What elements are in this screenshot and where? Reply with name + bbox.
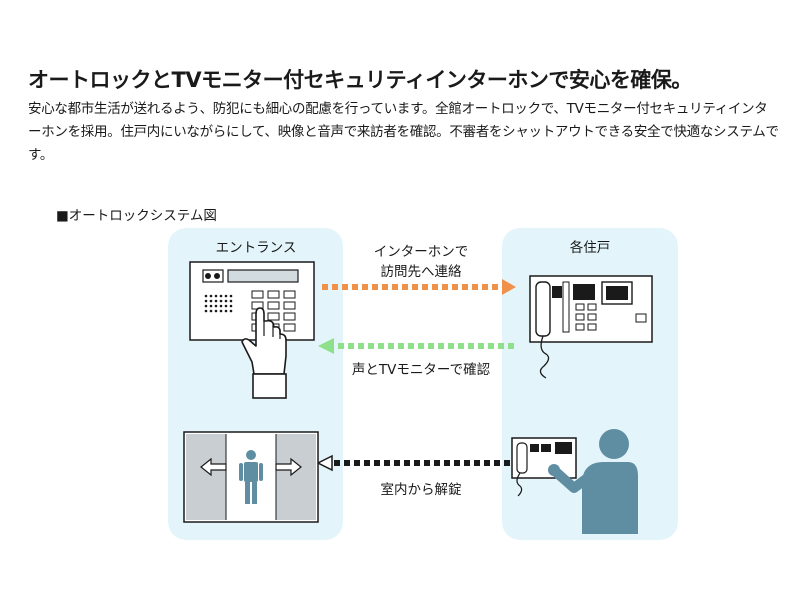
entrance-label: エントランス (215, 240, 297, 256)
arrow-unlock-label: 室内から解錠 (380, 482, 462, 498)
arrow-contact-label: インターホンで 訪問先へ連絡 (374, 242, 469, 282)
arrow-contact-label-line1: インターホンで (373, 244, 469, 260)
arrow-confirm-label: 声とTVモニターで確認 (351, 362, 491, 378)
arrow-unlock (316, 454, 510, 472)
resident-person-icon (511, 429, 638, 534)
arrow-contact-label-line2: 訪問先へ連絡 (380, 264, 462, 280)
residence-label: 各住戸 (569, 240, 611, 256)
hand-pointer-icon (241, 307, 287, 399)
arrow-confirm (318, 338, 514, 354)
entrance-panel-icon (189, 261, 315, 341)
page-heading: オートロックとTVモニター付セキュリティインターホンで安心を確保。 (28, 68, 692, 92)
intercom-monitor-icon (529, 275, 653, 379)
arrow-contact (322, 279, 516, 295)
auto-door-icon (183, 431, 319, 523)
description-text: 安心な都市生活が送れるよう、防犯にも細心の配慮を行っています。全館オートロックで… (28, 101, 779, 163)
diagram-title: ■オートロックシステム図 (56, 208, 217, 224)
